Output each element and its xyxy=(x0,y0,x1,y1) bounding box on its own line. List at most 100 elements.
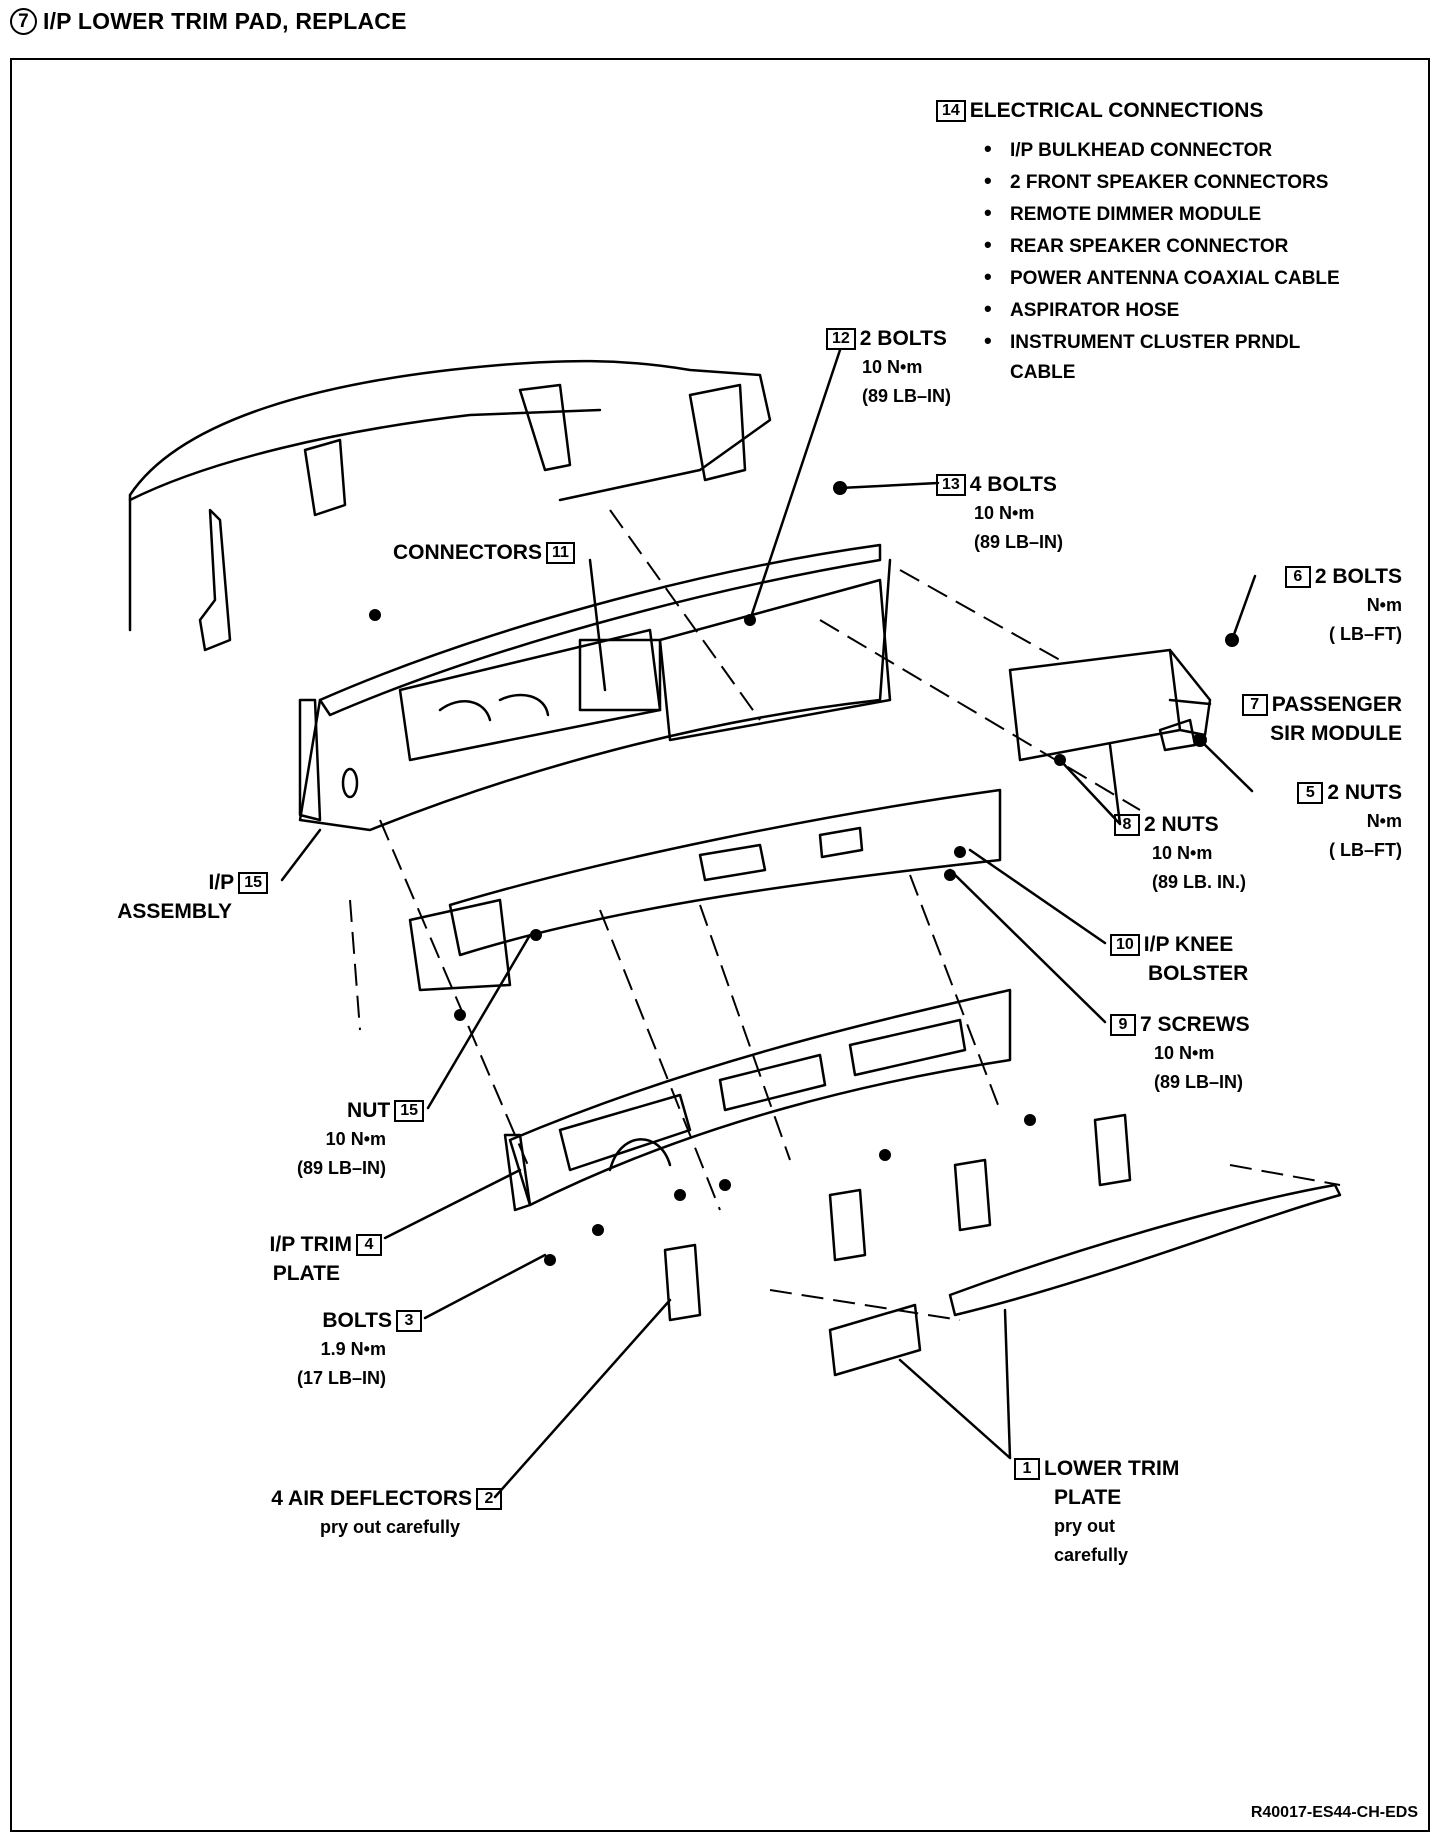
ip-body xyxy=(298,558,892,832)
callout-text-line2: SIR MODULE xyxy=(1270,722,1402,745)
callout-text: 2 NUTS xyxy=(1144,813,1219,836)
dashed-guide-2 xyxy=(599,909,721,1211)
callout-number-box: 6 xyxy=(1284,566,1311,588)
left-bracket xyxy=(198,508,232,652)
callout-text: BOLTS xyxy=(322,1309,392,1332)
air-deflector-3 xyxy=(953,1158,992,1232)
dashed-guide-8 xyxy=(1229,1164,1341,1186)
callout-text: I/P TRIM xyxy=(269,1233,352,1256)
dashed-guide-5 xyxy=(899,569,1061,661)
ip-right-section xyxy=(658,578,892,742)
leader-10 xyxy=(968,848,1107,945)
torque-value: 10 N•m xyxy=(1154,1043,1215,1063)
dashed-guide-4 xyxy=(909,874,1001,1111)
callout-text: PASSENGER xyxy=(1271,693,1402,716)
leader-15a xyxy=(280,828,322,882)
list-item: INSTRUMENT CLUSTER PRNDL xyxy=(984,326,1340,358)
callout-text-line2: ASSEMBLY xyxy=(117,900,232,923)
callout-number-box: 9 xyxy=(1110,1014,1136,1036)
callout-note-line2: carefully xyxy=(1054,1545,1129,1565)
leader-7 xyxy=(1168,698,1212,706)
torque-spec: (89 LB–IN) xyxy=(296,1158,386,1178)
leader-1 xyxy=(898,1308,1012,1460)
drawing-code: R40017-ES44-CH-EDS xyxy=(1250,1804,1418,1821)
leader-3 xyxy=(423,1253,547,1320)
torque-spec: (17 LB–IN) xyxy=(296,1368,386,1388)
callout-text: CONNECTORS xyxy=(393,541,542,564)
trim-plate-left xyxy=(503,1133,532,1212)
list-item: 2 FRONT SPEAKER CONNECTORS xyxy=(984,166,1340,198)
callout-text: 4 BOLTS xyxy=(969,473,1057,496)
title-text: I/P LOWER TRIM PAD, REPLACE xyxy=(43,8,407,34)
trim-plate-arch xyxy=(608,1138,672,1172)
torque-value: 10 N•m xyxy=(325,1129,386,1149)
ip-trim-plate xyxy=(508,988,1012,1207)
callout-text: I/P KNEE xyxy=(1143,933,1234,956)
list-item: ASPIRATOR HOSE xyxy=(984,294,1340,326)
callout-text: NUT xyxy=(347,1099,391,1122)
dashed-guide-10 xyxy=(349,899,361,1031)
callout-text-line2: PLATE xyxy=(1054,1486,1122,1509)
list-item: REAR SPEAKER CONNECTOR xyxy=(984,230,1340,262)
dashed-guide-6 xyxy=(609,509,761,721)
leader-4 xyxy=(383,1168,522,1240)
dashed-guide-9 xyxy=(769,1289,961,1321)
leader-12 xyxy=(748,348,842,622)
knee-bolster-slots xyxy=(698,826,864,882)
ip-left-end xyxy=(298,698,322,822)
callout-text: 2 BOLTS xyxy=(859,327,947,350)
sir-module xyxy=(1008,648,1212,762)
callout-number-box: 12 xyxy=(826,328,856,350)
torque-spec: ( LB–FT) xyxy=(1329,624,1402,644)
torque-spec: (89 LB–IN) xyxy=(862,386,952,406)
callout-number-box: 4 xyxy=(356,1234,382,1256)
torque-value: 10 N•m xyxy=(862,357,923,377)
callout-number-box: 15 xyxy=(394,1100,424,1122)
callout-text: 2 BOLTS xyxy=(1314,565,1402,588)
callout-note: pry out carefully xyxy=(319,1517,460,1537)
air-deflector-2 xyxy=(828,1188,867,1262)
callout-text: I/P xyxy=(208,871,235,894)
leader-15b xyxy=(426,933,532,1110)
callout-number-box: 15 xyxy=(238,872,268,894)
torque-spec: (89 LB–IN) xyxy=(974,532,1064,552)
list-item-continuation: CABLE xyxy=(1010,362,1076,383)
callout-number-box: 8 xyxy=(1114,814,1140,836)
torque-spec: (89 LB. IN.) xyxy=(1152,872,1247,892)
knee-bolster xyxy=(448,788,1002,957)
step-number-circle: 7 xyxy=(10,8,37,35)
page-title: 7 I/P LOWER TRIM PAD, REPLACE xyxy=(10,8,407,35)
list-item: REMOTE DIMMER MODULE xyxy=(984,198,1340,230)
bracket-4 xyxy=(688,383,747,482)
callout-text: 7 SCREWS xyxy=(1140,1013,1250,1036)
radio-opening xyxy=(578,638,662,712)
trim-plate-openings xyxy=(558,1018,967,1172)
torque-value: 10 N•m xyxy=(974,503,1035,523)
callout-text-line2: PLATE xyxy=(272,1262,340,1285)
list-item: I/P BULKHEAD CONNECTOR xyxy=(984,134,1340,166)
list-item: POWER ANTENNA COAXIAL CABLE xyxy=(984,262,1340,294)
callout-number-box: 3 xyxy=(396,1310,422,1332)
torque-value: N•m xyxy=(1366,811,1402,831)
leader-6 xyxy=(1230,574,1257,642)
callout-number-box: 10 xyxy=(1110,934,1140,956)
air-deflector-4 xyxy=(1093,1113,1132,1187)
cluster-gauges xyxy=(438,693,550,722)
torque-value: N•m xyxy=(1366,595,1402,615)
callout-text: LOWER TRIM xyxy=(1044,1457,1180,1480)
diagram-frame xyxy=(10,58,1430,1832)
torque-spec: (89 LB–IN) xyxy=(1154,1072,1244,1092)
bracket-2 xyxy=(303,438,347,517)
